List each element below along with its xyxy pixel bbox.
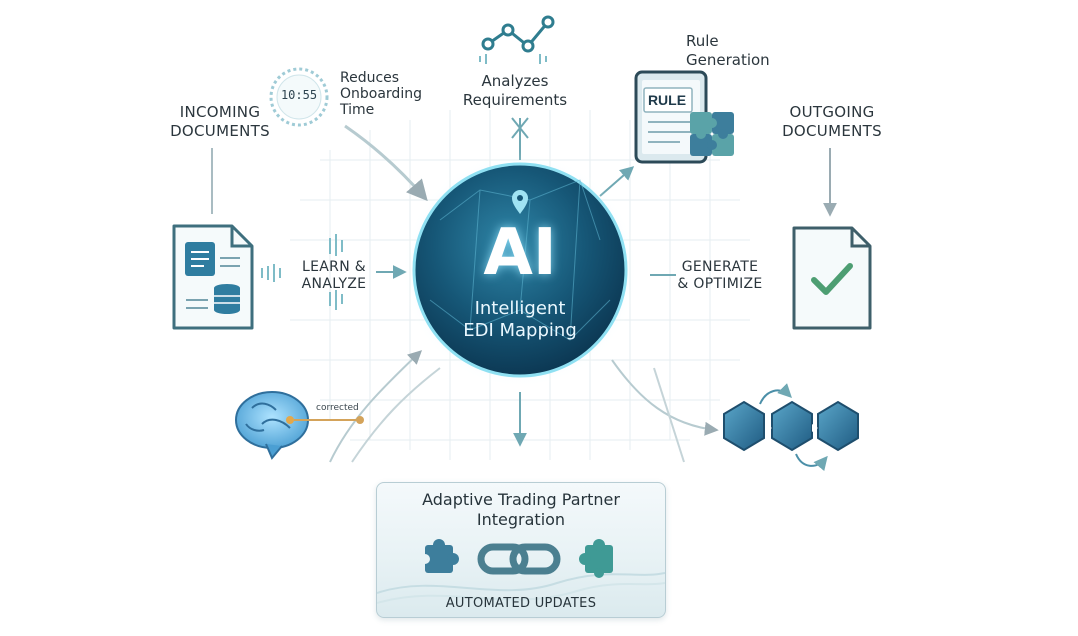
incoming-label-line-2: DOCUMENTS [170, 122, 270, 140]
outgoing-label-line-1: OUTGOING [789, 103, 875, 121]
onboarding-label-line-2: Onboarding [340, 86, 422, 102]
puzzle-right-icon [579, 539, 613, 578]
rule-label-line-2: Generation [686, 51, 770, 69]
integration-title: Adaptive Trading Partner Integration [376, 490, 666, 530]
feedback-line-1 [329, 350, 423, 463]
integration-title-line-2: Integration [476, 510, 566, 529]
integration-panel-art [377, 539, 665, 604]
incoming-documents-label: INCOMING DOCUMENTS [160, 103, 280, 141]
generate-optimize-label: GENERATE & OPTIMIZE [668, 259, 772, 293]
automated-updates-label: AUTOMATED UPDATES [445, 596, 597, 611]
learn-wave-icon [261, 234, 343, 310]
onboarding-label: Reduces Onboarding Time [340, 70, 422, 118]
integration-title-line-1: Adaptive Trading Partner [422, 490, 620, 509]
analyzes-label: Analyzes Requirements [448, 72, 582, 110]
feedback-line-2 [351, 367, 441, 463]
ai-subtitle-line-1: Intelligent [474, 298, 566, 319]
corrected-label: corrected [316, 403, 359, 413]
requirements-fork-icon [511, 117, 529, 139]
learn-label-line-2: ANALYZE [301, 276, 367, 292]
timer-readout: 10:55 [280, 88, 318, 102]
integration-panel [376, 482, 666, 618]
incoming-document-icon [172, 224, 254, 330]
rule-tablet-icon [634, 70, 708, 164]
ai-orb [412, 162, 628, 378]
onboarding-label-line-3: Time [340, 102, 375, 118]
outgoing-label-line-2: DOCUMENTS [782, 122, 882, 140]
outgoing-document-icon [792, 226, 872, 330]
onboarding-arrow [344, 124, 428, 202]
bottom-connector [653, 367, 685, 463]
puzzle-left-icon [420, 539, 459, 573]
rule-label-line-1: Rule [686, 32, 719, 50]
learn-analyze-label: LEARN & ANALYZE [294, 259, 374, 293]
location-pin-icon [512, 190, 528, 214]
analytics-line-icon [479, 15, 555, 64]
analyzes-label-line-2: Requirements [462, 91, 568, 109]
rule-puzzle-icon [690, 112, 734, 156]
cube-flow-icon [723, 383, 859, 472]
brain-icon [235, 391, 309, 460]
corrected-dot [356, 416, 364, 424]
rule-card-text: RULE [647, 92, 687, 108]
onboarding-label-line-1: Reduces [340, 70, 400, 86]
ai-orb-network [429, 179, 611, 341]
generate-label-line-2: & OPTIMIZE [677, 276, 763, 292]
incoming-label-line-1: INCOMING [179, 103, 261, 121]
outgoing-documents-label: OUTGOING DOCUMENTS [772, 103, 892, 141]
cube-connector [611, 359, 719, 436]
rule-generation-label: Rule Generation [686, 32, 770, 70]
learn-label-line-1: LEARN & [302, 259, 366, 275]
ai-subtitle-line-2: EDI Mapping [463, 320, 577, 341]
analyzes-label-line-1: Analyzes [481, 72, 549, 90]
generate-label-line-1: GENERATE [681, 259, 759, 275]
chain-link-icon [477, 543, 561, 575]
timer-icon [269, 67, 329, 127]
ai-title: AI [483, 216, 557, 290]
